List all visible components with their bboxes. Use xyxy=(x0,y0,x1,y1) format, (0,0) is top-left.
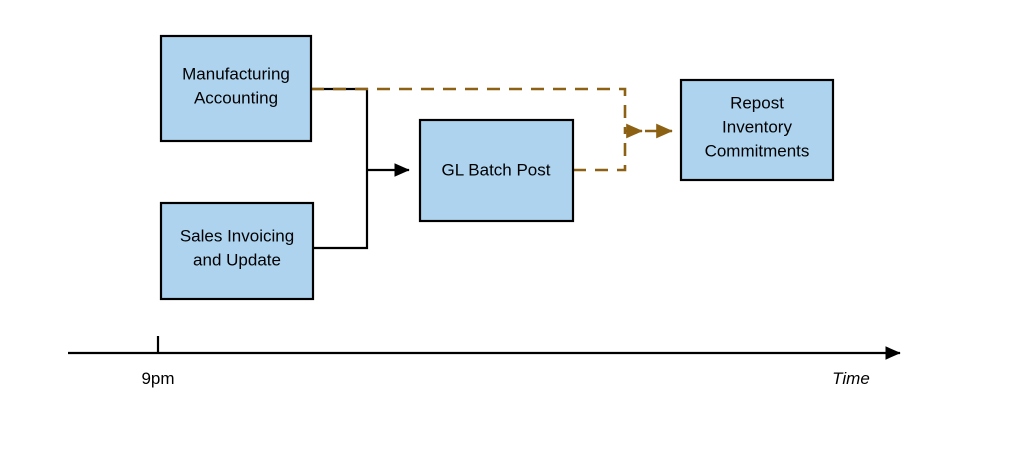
node-repost-inventory-commitments[interactable]: Repost Inventory Commitments xyxy=(679,78,835,182)
node-manufacturing-accounting[interactable]: Manufacturing Accounting xyxy=(159,34,313,143)
node-label-sales-invoicing-line1: Sales Invoicing xyxy=(180,226,294,245)
connector-sales-invoicing-to-gl-batch-post xyxy=(313,163,410,250)
axis-label-time: Time xyxy=(832,369,870,388)
node-label-repost-line3: Commitments xyxy=(705,141,810,160)
node-label-manufacturing-accounting-line1: Manufacturing xyxy=(182,64,290,83)
node-sales-invoicing-and-update[interactable]: Sales Invoicing and Update xyxy=(159,201,315,301)
node-label-manufacturing-accounting-line2: Accounting xyxy=(194,88,278,107)
node-label-repost-line1: Repost xyxy=(730,93,784,112)
node-gl-batch-post[interactable]: GL Batch Post xyxy=(418,118,575,223)
axis-tick-label-9pm: 9pm xyxy=(141,369,174,388)
connector-gl-batch-post-to-repost xyxy=(573,123,673,172)
node-label-sales-invoicing-line2: and Update xyxy=(193,250,281,269)
connector-manufacturing-to-repost xyxy=(311,87,627,131)
node-label-repost-line2: Inventory xyxy=(722,117,792,136)
connector-manufacturing-to-gl-batch-post xyxy=(311,87,369,170)
time-axis: 9pm Time xyxy=(68,336,901,388)
node-label-gl-batch-post: GL Batch Post xyxy=(442,160,551,179)
